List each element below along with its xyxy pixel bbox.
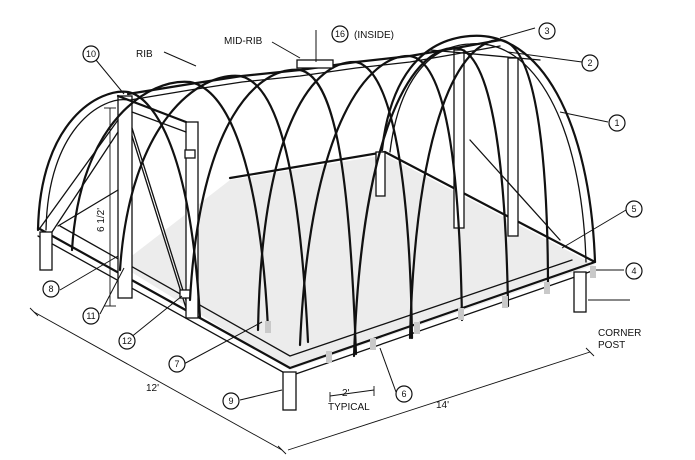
dimensions bbox=[29, 107, 595, 455]
callout-1: 1 bbox=[608, 114, 626, 132]
svg-text:8: 8 bbox=[48, 284, 53, 294]
callout-6: 6 bbox=[395, 385, 413, 403]
rib-1 bbox=[70, 80, 270, 330]
svg-text:16: 16 bbox=[335, 29, 345, 39]
ridge bbox=[126, 38, 502, 101]
post-front bbox=[282, 371, 297, 411]
callout-8: 8 bbox=[42, 280, 60, 298]
callout-12: 12 bbox=[118, 332, 136, 350]
callout-10: 10 bbox=[82, 45, 100, 63]
svg-text:11: 11 bbox=[86, 311, 95, 321]
back-stud-2 bbox=[507, 57, 519, 237]
callout-16: 16 bbox=[331, 25, 349, 43]
svg-text:6: 6 bbox=[401, 389, 406, 399]
text-labels: RIB MID-RIB (INSIDE) 6 1/2' 12' 14' 2' T… bbox=[96, 30, 641, 413]
label-mid-rib: MID-RIB bbox=[224, 36, 263, 47]
svg-text:7: 7 bbox=[174, 359, 179, 369]
svg-text:3: 3 bbox=[544, 26, 549, 36]
callout-2: 2 bbox=[581, 54, 599, 72]
label-spacing: 2' bbox=[342, 388, 350, 399]
svg-text:1: 1 bbox=[614, 118, 619, 128]
callout-7: 7 bbox=[168, 355, 186, 373]
label-post: POST bbox=[598, 340, 625, 351]
post-right bbox=[573, 271, 587, 313]
svg-text:2: 2 bbox=[587, 58, 592, 68]
label-inside: (INSIDE) bbox=[354, 30, 394, 41]
svg-text:12: 12 bbox=[122, 336, 132, 346]
posts bbox=[39, 151, 587, 411]
label-width: 12' bbox=[146, 383, 159, 394]
rib-feet bbox=[265, 266, 596, 363]
label-typical: TYPICAL bbox=[328, 402, 370, 413]
callout-3: 3 bbox=[538, 22, 556, 40]
callout-4: 4 bbox=[625, 262, 643, 280]
leaders bbox=[59, 27, 630, 401]
rib-end-front bbox=[36, 90, 202, 320]
svg-text:4: 4 bbox=[631, 266, 636, 276]
callout-5: 5 bbox=[625, 200, 643, 218]
label-length: 14' bbox=[436, 400, 449, 411]
post-left bbox=[39, 231, 53, 271]
mid-rib-block bbox=[296, 59, 334, 69]
callout-9: 9 bbox=[222, 392, 240, 410]
hinge-top bbox=[184, 149, 196, 159]
callout-11: 11 bbox=[82, 307, 100, 325]
svg-text:9: 9 bbox=[228, 396, 233, 406]
label-height: 6 1/2' bbox=[96, 208, 107, 232]
label-rib: RIB bbox=[136, 49, 153, 60]
svg-text:5: 5 bbox=[631, 204, 636, 214]
callouts: 1 2 3 4 5 6 7 8 9 10 11 12 16 bbox=[42, 22, 643, 410]
label-corner: CORNER bbox=[598, 328, 641, 339]
rib-end-back bbox=[380, 34, 597, 264]
floor-shade bbox=[120, 155, 595, 370]
svg-text:10: 10 bbox=[86, 49, 96, 59]
